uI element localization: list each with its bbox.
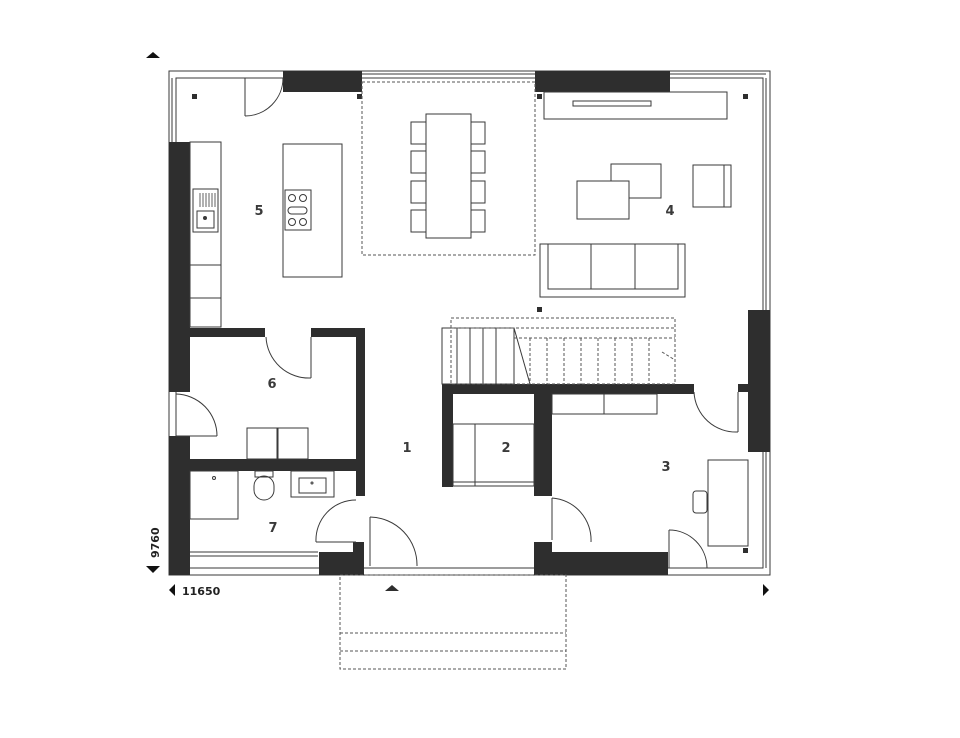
room-number-1: 1 xyxy=(402,441,411,456)
desk-chair xyxy=(692,490,708,514)
door-bedroom-corner xyxy=(668,529,708,569)
dining-table xyxy=(425,113,472,239)
exterior-outline xyxy=(168,70,771,576)
room-number-6: 6 xyxy=(267,377,276,392)
sink xyxy=(192,188,219,233)
storage-furniture xyxy=(452,423,535,487)
room-number-2: 2 xyxy=(501,441,510,456)
dimension-markers xyxy=(146,52,769,596)
arrow-right-icon xyxy=(763,584,769,596)
door-utility-exterior xyxy=(175,393,218,437)
utility-furniture xyxy=(246,427,309,460)
desk xyxy=(707,459,749,547)
entrance-arrow-icon xyxy=(385,585,399,591)
room-number-5: 5 xyxy=(254,204,263,219)
armchair xyxy=(692,164,732,208)
washer xyxy=(246,427,278,460)
arrow-down-icon xyxy=(146,566,160,573)
entrance-terrace xyxy=(339,574,567,670)
windows xyxy=(171,73,767,568)
door-utility xyxy=(265,336,312,379)
living-furniture xyxy=(539,91,732,298)
door-bedroom-hall xyxy=(551,497,592,543)
toilet-tank xyxy=(254,470,274,478)
arrow-up-icon xyxy=(146,52,160,58)
bedroom-furniture xyxy=(551,393,749,547)
room-number-7: 7 xyxy=(268,521,277,536)
width-dimension: 11650 xyxy=(182,585,221,598)
vanity xyxy=(290,470,335,498)
door-bathroom xyxy=(315,499,357,543)
door-bedroom-living xyxy=(693,391,739,433)
kitchen-furniture xyxy=(189,141,343,328)
door-kitchen-exterior xyxy=(244,77,284,117)
dryer xyxy=(277,427,309,460)
coffee-table xyxy=(576,180,630,220)
dining-furniture xyxy=(361,81,536,256)
shower xyxy=(189,470,239,520)
columns xyxy=(192,94,748,553)
walls xyxy=(169,71,770,575)
toilet xyxy=(253,475,275,501)
room-number-4: 4 xyxy=(665,204,674,219)
room-number-3: 3 xyxy=(661,460,670,475)
door-entrance xyxy=(369,516,418,567)
cooktop xyxy=(284,189,312,231)
arrow-left-icon xyxy=(169,584,175,596)
tv-sideboard xyxy=(543,91,728,120)
bathroom-fixtures xyxy=(189,470,335,520)
doors xyxy=(175,77,739,569)
height-dimension: 9760 xyxy=(149,527,162,558)
kitchen-island xyxy=(282,143,343,278)
staircase xyxy=(441,317,676,385)
